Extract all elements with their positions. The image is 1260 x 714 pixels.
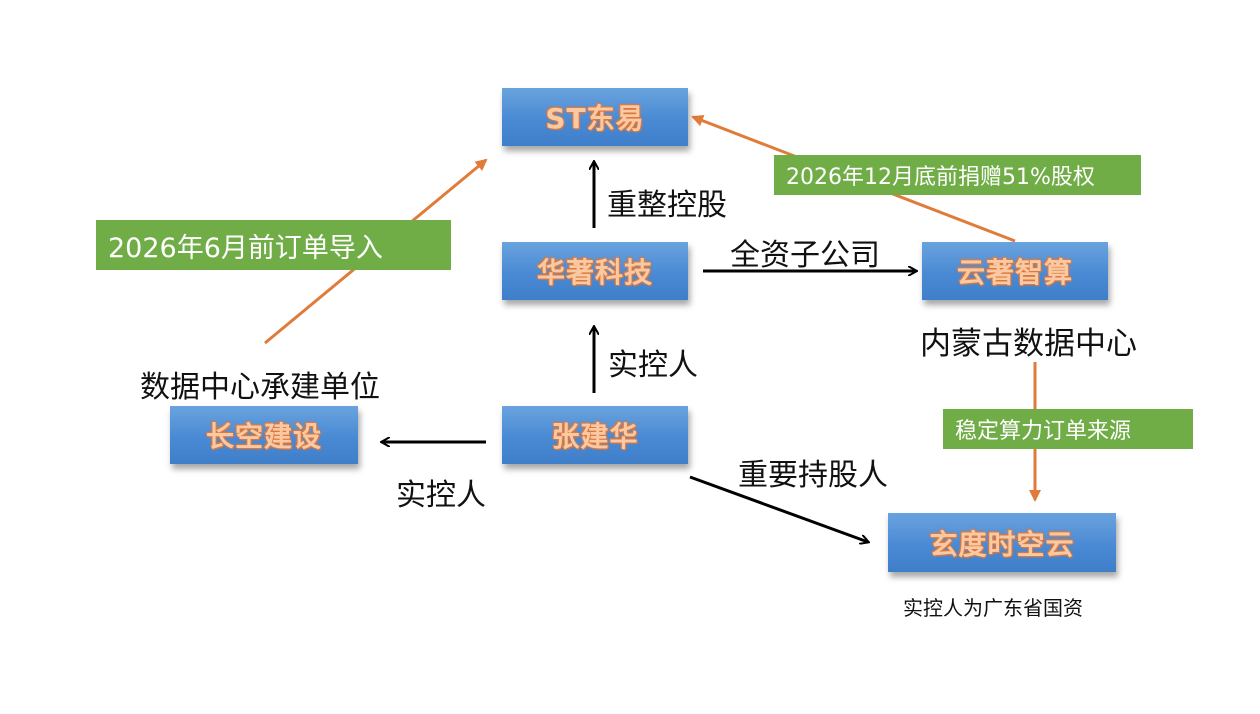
node-label: ST东易 xyxy=(545,102,645,135)
edge-label-actual-controller-huazhu: 实控人 xyxy=(608,348,698,383)
tag-stable-orders: 稳定算力订单来源 xyxy=(943,409,1193,449)
tag-order-import: 2026年6月前订单导入 xyxy=(96,220,451,270)
tag-equity-donation: 2026年12月底前捐赠51%股权 xyxy=(774,155,1141,195)
edge-label-actual-controller-changkong: 实控人 xyxy=(396,478,486,513)
node-changkong-construction[interactable]: 长空建设 xyxy=(170,406,358,464)
node-label: 云著智算 xyxy=(956,256,1073,289)
node-yunzhu-compute[interactable]: 云著智算 xyxy=(922,242,1108,300)
edge-label-restructure-control: 重整控股 xyxy=(607,188,727,223)
tag-text: 稳定算力订单来源 xyxy=(955,419,1132,444)
node-xuandu-cloud[interactable]: 玄度时空云 xyxy=(888,513,1116,572)
annotation-guangdong-soe: 实控人为广东省国资 xyxy=(903,596,1083,620)
node-label: 长空建设 xyxy=(205,420,322,453)
node-huazhu-tech[interactable]: 华著科技 xyxy=(502,242,688,300)
node-zhang-jianhua[interactable]: 张建华 xyxy=(502,406,688,464)
tag-text: 2026年12月底前捐赠51%股权 xyxy=(786,165,1095,190)
tag-text: 2026年6月前订单导入 xyxy=(108,232,383,264)
node-st-dongyi[interactable]: ST东易 xyxy=(502,88,688,146)
node-label: 玄度时空云 xyxy=(929,527,1075,561)
node-label: 华著科技 xyxy=(536,256,653,289)
edge-label-wholly-owned: 全资子公司 xyxy=(730,238,880,273)
edge-label-major-shareholder: 重要持股人 xyxy=(738,458,888,493)
annotation-dc-contractor: 数据中心承建单位 xyxy=(140,370,380,405)
node-label: 张建华 xyxy=(551,420,639,453)
annotation-inner-mongolia-dc: 内蒙古数据中心 xyxy=(920,326,1137,362)
arrow-zhang-to-xuandu xyxy=(689,475,868,542)
